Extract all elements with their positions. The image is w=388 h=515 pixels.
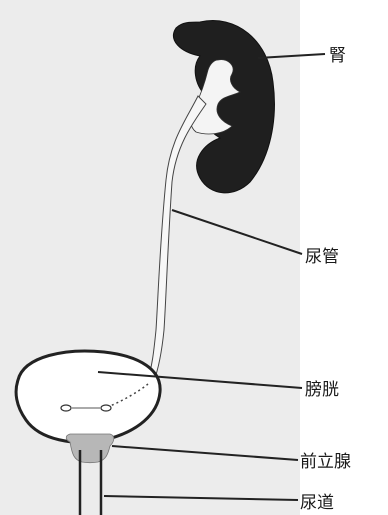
kidney-label: 腎 (329, 46, 346, 66)
prostate-label: 前立腺 (300, 452, 351, 472)
bladder-label: 膀胱 (305, 380, 339, 400)
ureter-label: 尿管 (305, 247, 339, 267)
urethra-label: 尿道 (300, 493, 334, 513)
